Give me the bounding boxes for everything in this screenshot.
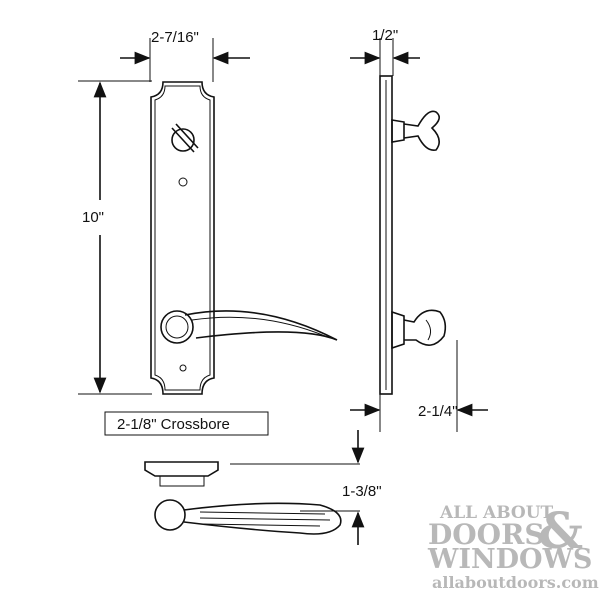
lever-handle-icon [160, 310, 338, 372]
plate-height-label: 10" [82, 209, 104, 226]
crossbore-label: 2-1/8" Crossbore [117, 416, 230, 433]
side-plate [379, 75, 393, 395]
side-lever-icon [391, 309, 447, 350]
thumbturn-icon [171, 123, 199, 187]
projection-label: 2-1/4" [418, 403, 458, 420]
plate-width-label: 2-7/16" [151, 29, 199, 46]
plate-thickness-label: 1/2" [372, 27, 398, 44]
lever-hub [154, 499, 186, 531]
side-view: 1/2" 2-1/4" [350, 27, 488, 432]
rosette [144, 461, 219, 477]
logo-ampersand: & [538, 501, 583, 560]
side-thumbturn-icon [391, 110, 440, 152]
logo-line3: WINDOWS [427, 544, 592, 575]
top-view: 1-3/8" [144, 430, 382, 545]
lever-top [183, 502, 342, 535]
escutcheon-plate [150, 81, 215, 395]
logo-url: allaboutdoors.com [432, 573, 599, 592]
logo-line1: ALL ABOUT [439, 503, 554, 523]
crossbore-box [104, 411, 269, 436]
logo-line2: DOORS [428, 518, 545, 551]
front-view: 2-7/16" 10" 2-1/8" Crossbore [78, 29, 338, 436]
watermark-logo: ALL ABOUT DOORS & WINDOWS allaboutdoors.… [427, 501, 599, 592]
lever-offset-label: 1-3/8" [342, 483, 382, 500]
